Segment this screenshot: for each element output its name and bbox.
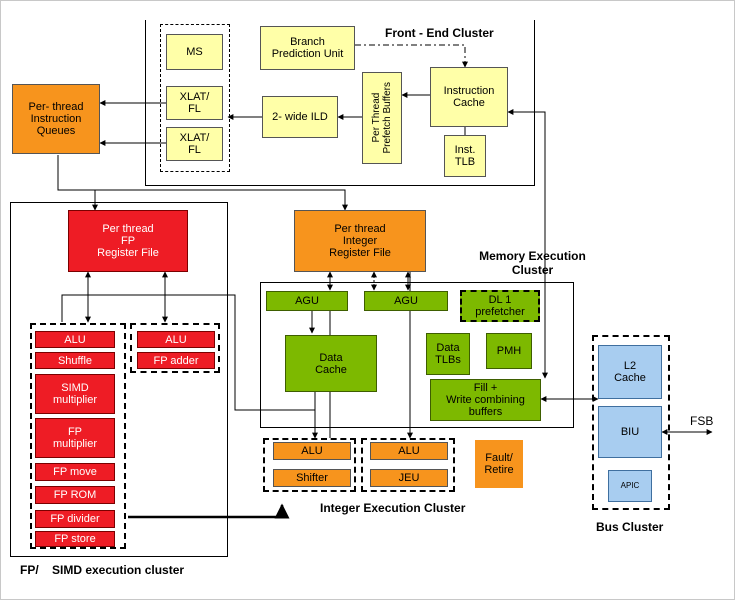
fsb-label: FSB [690,414,714,428]
int-alu-2: ALU [370,442,448,460]
fp-port0-group [30,323,126,549]
int-shifter: Shifter [273,469,351,487]
xlat-fl-block-2: XLAT/ FL [166,127,223,161]
branch-prediction-unit: Branch Prediction Unit [260,26,355,70]
fp-multiplier: FP multiplier [35,418,115,458]
fp-store: FP store [35,531,115,547]
fp-simd-multiplier: SIMD multiplier [35,374,115,414]
agu-2: AGU [364,291,448,311]
fp-alu-1: ALU [35,331,115,348]
instruction-cache: Instruction Cache [430,67,508,127]
instruction-queues: Per- thread Instruction Queues [12,84,100,154]
integer-register-file: Per thread Integer Register File [294,210,426,272]
integer-cluster-label: Integer Execution Cluster [320,501,466,515]
front-end-cluster-label: Front - End Cluster [385,26,494,40]
bus-cluster [592,335,670,510]
int-jeu: JEU [370,469,448,487]
fault-retire: Fault/ Retire [475,440,523,488]
l2-cache: L2 Cache [598,345,662,399]
apic-block: APIC [608,470,652,502]
fp-port1-group [130,323,220,373]
fp-move: FP move [35,463,115,481]
biu-block: BIU [598,406,662,458]
data-tlbs: Data TLBs [426,333,470,375]
front-end-cluster [145,20,535,186]
int-alu-1: ALU [273,442,351,460]
fp-shuffle: Shuffle [35,352,115,369]
ms-block: MS [166,34,223,70]
fp-register-file: Per thread FP Register File [68,210,188,272]
fp-simd-cluster-label: FP/ SIMD execution cluster [20,563,185,577]
data-cache: Data Cache [285,335,377,392]
pmh-block: PMH [486,333,532,369]
memory-cluster-label: Memory Execution Cluster [479,249,586,277]
bus-cluster-label: Bus Cluster [596,520,664,534]
fill-write-combining-buffers: Fill + Write combining buffers [430,379,541,421]
memory-cluster [260,282,574,428]
int-alu1-group [361,438,455,492]
fp-alu-2: ALU [137,331,215,348]
fp-adder: FP adder [137,352,215,369]
fp-divider: FP divider [35,510,115,528]
int-alu0-group [263,438,356,492]
fp-rom: FP ROM [35,486,115,504]
agu-1: AGU [266,291,348,311]
fp-simd-cluster [10,202,228,557]
instruction-tlb: Inst. TLB [444,135,486,177]
prefetch-buffers-label: Per Thread Prefetch Buffers [371,82,393,154]
prefetch-buffers-block: Per Thread Prefetch Buffers [362,72,402,164]
xlat-fl-block-1: XLAT/ FL [166,86,223,120]
decode-group [160,24,230,172]
ild-block: 2- wide ILD [262,96,338,138]
dl1-prefetcher: DL 1 prefetcher [460,290,540,322]
